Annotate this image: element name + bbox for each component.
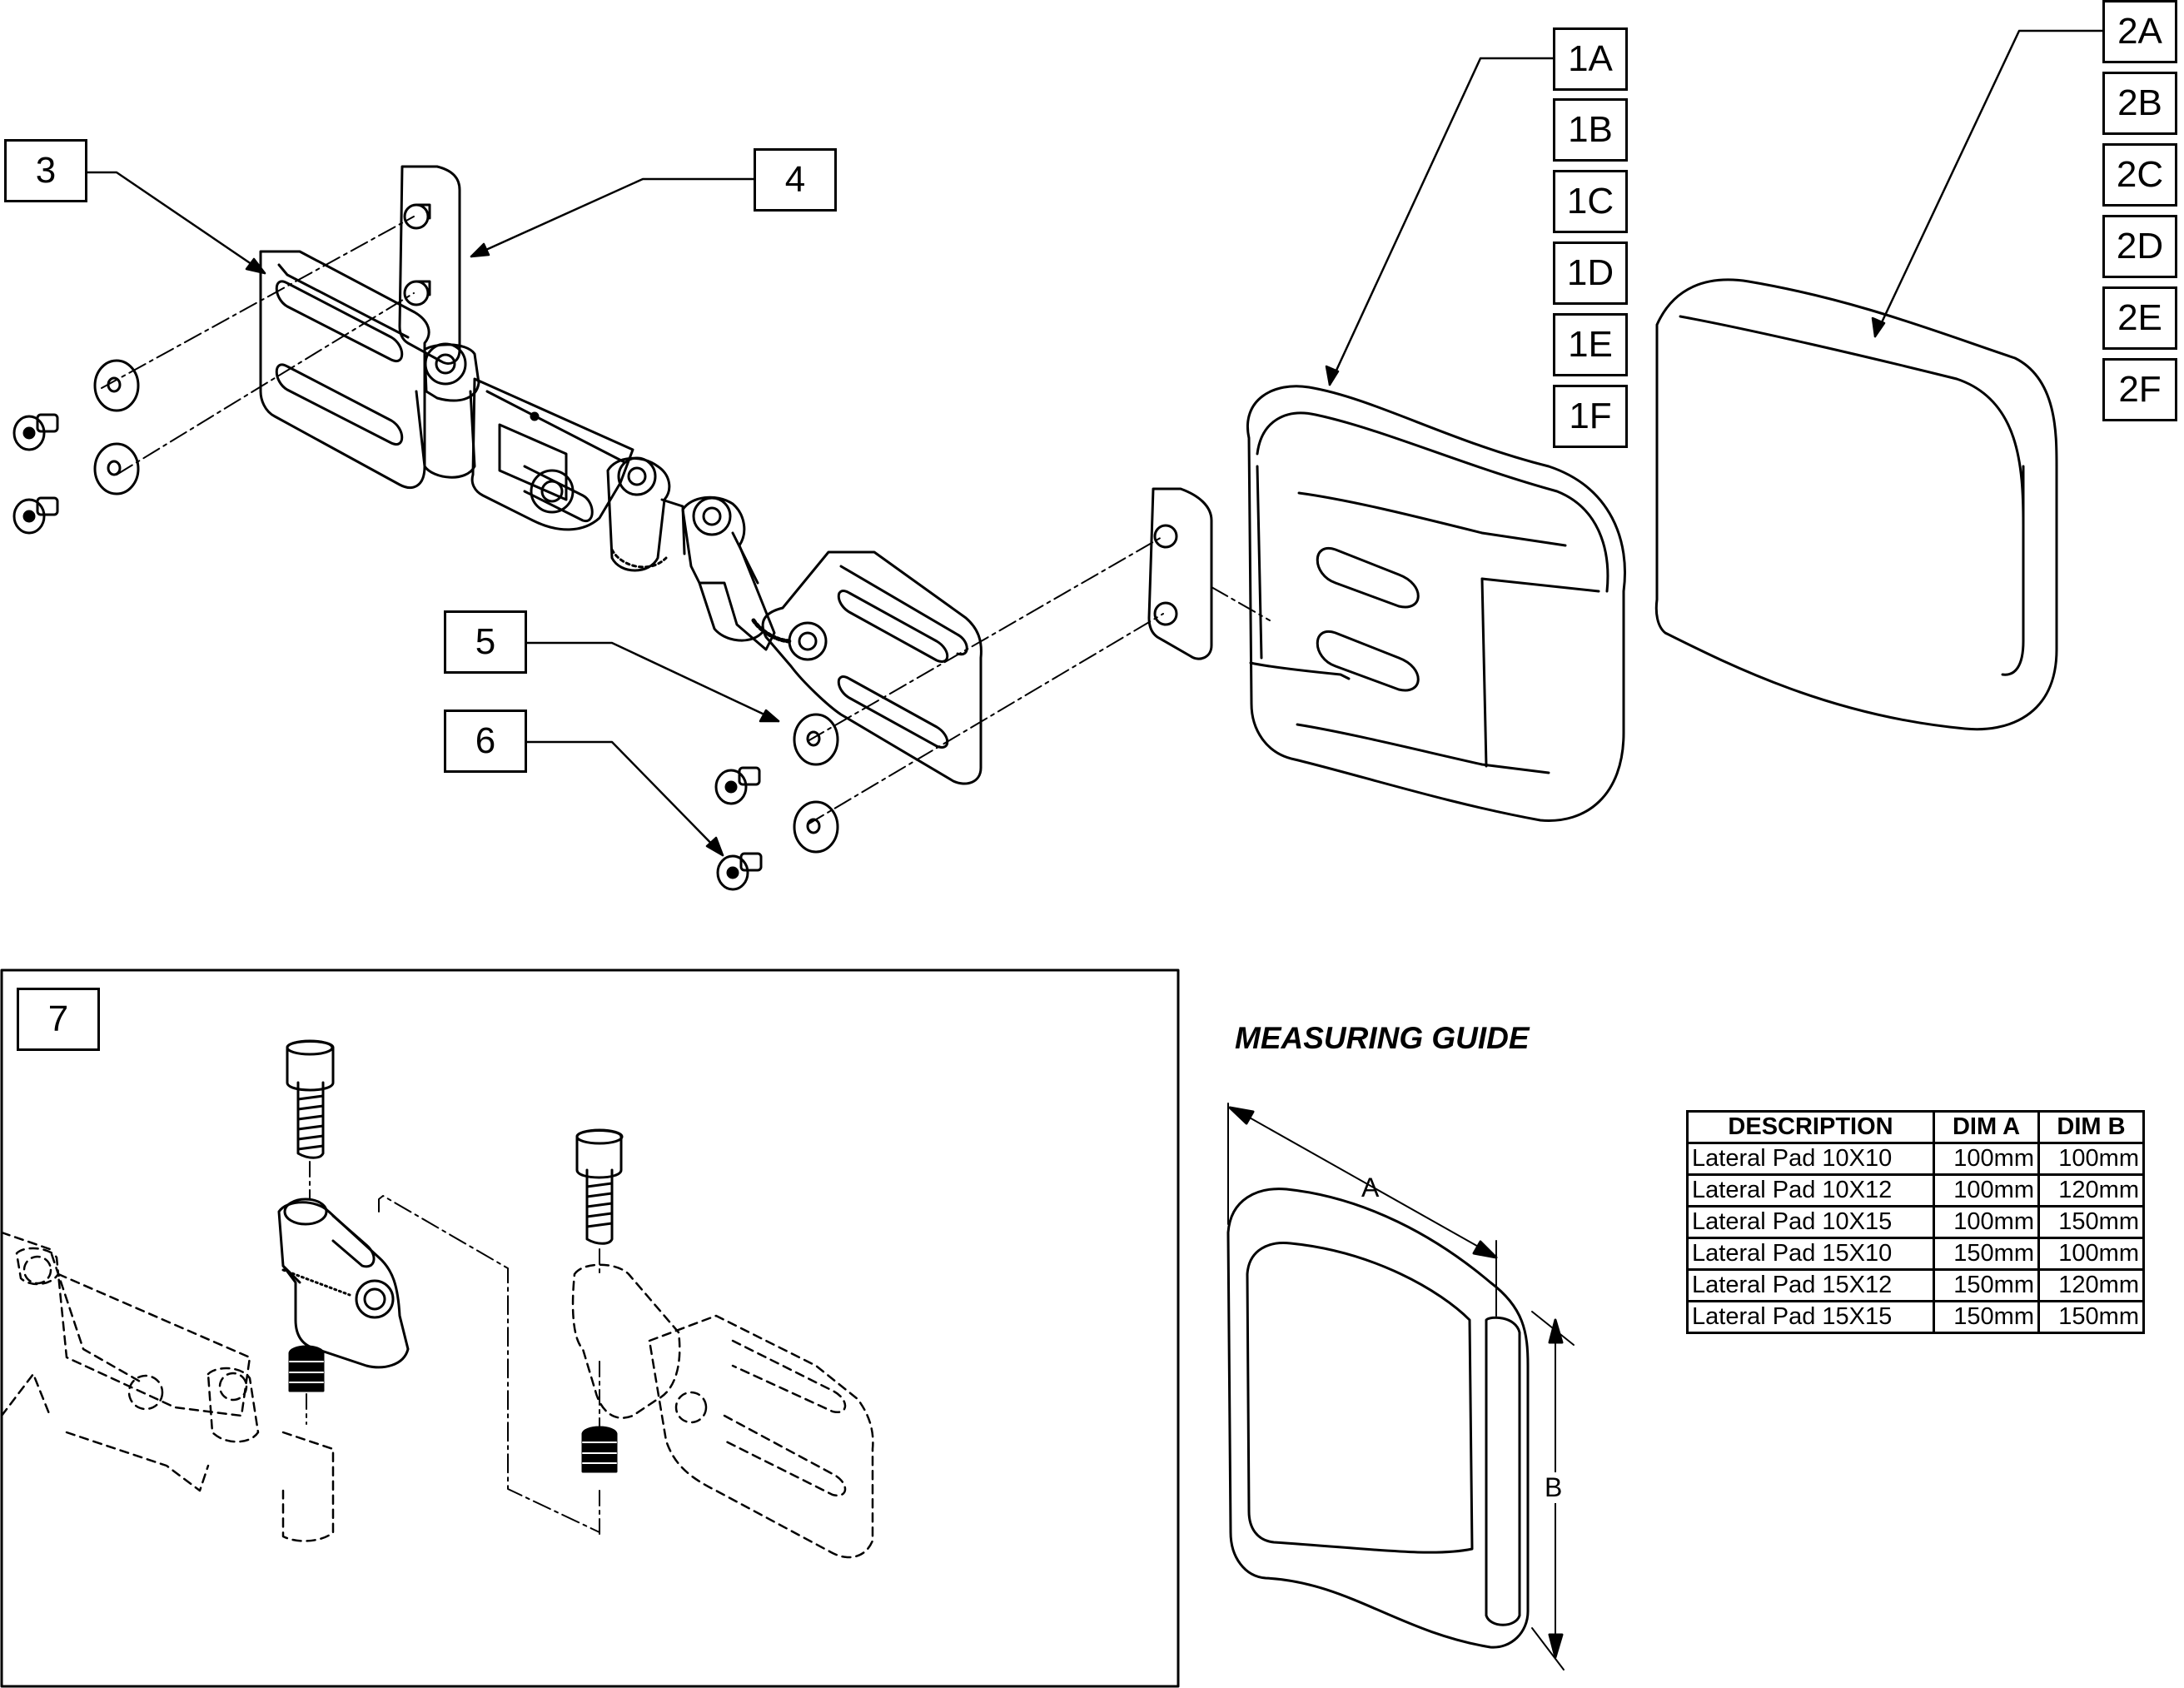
cell-dim-a: 100mm [1933,1173,2040,1207]
swing-arm-icon [259,165,1213,785]
header-dim-b: DIM B [2037,1110,2145,1144]
cell-description: Lateral Pad 10X12 [1686,1173,1935,1207]
cap-screw-icon [575,1128,624,1245]
measuring-guide-title: MEASURING GUIDE [1235,1021,1530,1055]
callout-1d: 1D [1553,241,1628,305]
callout-2f: 2F [2102,358,2177,421]
callout-2e: 2E [2102,286,2177,350]
callout-2a: 2A [2102,0,2177,63]
cell-dim-b: 150mm [2037,1205,2145,1239]
dimension-table: DESCRIPTION DIM A DIM B Lateral Pad 10X1… [1686,1110,2145,1334]
callout-2d: 2D [2102,215,2177,278]
callout-7: 7 [17,988,100,1051]
cap-screw-icon [286,1039,335,1159]
callout-1c: 1C [1553,170,1628,233]
table-row: Lateral Pad 10X12 100mm 120mm [1686,1173,2145,1207]
callout-1b: 1B [1553,98,1628,162]
callout-1f: 1F [1553,385,1628,448]
cell-dim-a: 150mm [1933,1300,2040,1334]
cell-dim-b: 120mm [2037,1268,2145,1302]
dim-b-label: B [1545,1472,1563,1503]
cell-dim-a: 150mm [1933,1268,2040,1302]
callout-6: 6 [444,710,527,773]
callout-5: 5 [444,610,527,674]
cell-dim-b: 100mm [2037,1237,2145,1271]
cell-dim-b: 120mm [2037,1173,2145,1207]
cell-description: Lateral Pad 10X15 [1686,1205,1935,1239]
callout-4: 4 [754,148,837,212]
cell-dim-b: 100mm [2037,1142,2145,1176]
spring-icon [581,1426,618,1473]
cell-dim-b: 150mm [2037,1300,2145,1334]
lateral-pad-icon [1654,278,2058,731]
cell-description: Lateral Pad 15X10 [1686,1237,1935,1271]
dim-a-label: A [1361,1173,1380,1203]
washer-icon [93,359,839,854]
cell-dim-a: 100mm [1933,1142,2040,1176]
detail-box-7 [0,968,1180,1688]
table-row: Lateral Pad 15X12 150mm 120mm [1686,1268,2145,1302]
cell-description: Lateral Pad 10X10 [1686,1142,1935,1176]
callout-2b: 2B [2102,72,2177,135]
cell-dim-a: 100mm [1933,1205,2040,1239]
alignment-lines [101,216,1271,825]
callout-1a: 1A [1553,27,1628,91]
leader-lines [82,29,2104,857]
cell-dim-a: 150mm [1933,1237,2040,1271]
table-header-row: DESCRIPTION DIM A DIM B [1686,1110,2145,1144]
header-description: DESCRIPTION [1686,1110,1935,1144]
cell-description: Lateral Pad 15X15 [1686,1300,1935,1334]
table-row: Lateral Pad 10X15 100mm 150mm [1686,1205,2145,1239]
spring-icon [288,1345,325,1392]
table-row: Lateral Pad 10X10 100mm 100mm [1686,1142,2145,1176]
measuring-guide-pad [1226,1103,1575,1671]
callout-1e: 1E [1553,313,1628,376]
callout-3: 3 [4,139,87,202]
callout-2c: 2C [2102,143,2177,207]
cell-description: Lateral Pad 15X12 [1686,1268,1935,1302]
table-row: Lateral Pad 15X10 150mm 100mm [1686,1237,2145,1271]
button-screw-icon [12,413,763,891]
lateral-pad-icon [1246,385,1626,822]
table-row: Lateral Pad 15X15 150mm 150mm [1686,1300,2145,1334]
header-dim-a: DIM A [1933,1110,2040,1144]
